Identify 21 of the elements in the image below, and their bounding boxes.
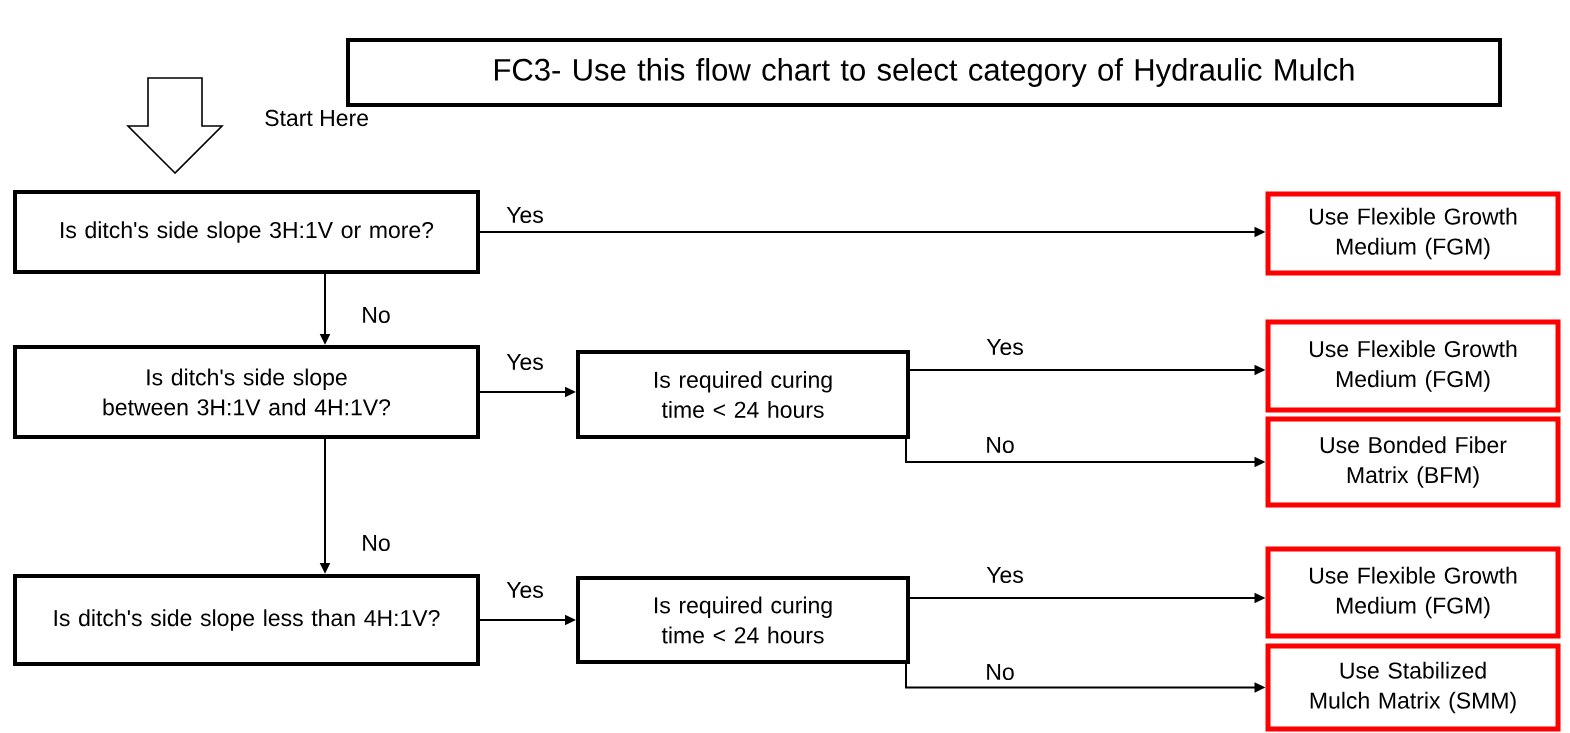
edge-label: No <box>983 662 1017 683</box>
result-box: Use Stabilized Mulch Matrix (SMM) <box>1265 643 1561 732</box>
edge-label: Yes <box>504 205 546 225</box>
result-box: Use Flexible Growth Medium (FGM) <box>1265 191 1561 276</box>
result-box: Use Flexible Growth Medium (FGM) <box>1265 546 1561 639</box>
edge-label: Yes <box>504 352 546 373</box>
edge-label: Yes <box>984 565 1026 586</box>
edge-label: No <box>359 305 393 326</box>
decision-box: Is required curing time < 24 hours <box>576 576 910 664</box>
edge-label: Start Here <box>262 107 371 129</box>
result-box: Use Bonded Fiber Matrix (BFM) <box>1265 416 1561 508</box>
edge-label: Yes <box>504 580 546 601</box>
decision-box: Is required curing time < 24 hours <box>576 350 910 439</box>
edge-label: No <box>983 435 1017 456</box>
decision-box: Is ditch's side slope less than 4H:1V? <box>13 574 480 666</box>
decision-box: Is ditch's side slope between 3H:1V and 4H:1V? <box>13 345 480 439</box>
title-box: FC3- Use this flow chart to select category of Hydraulic Mulch <box>346 38 1502 107</box>
edge-label: No <box>359 533 393 554</box>
result-box: Use Flexible Growth Medium (FGM) <box>1265 319 1561 413</box>
edge-label: Yes <box>984 337 1026 358</box>
decision-box: Is ditch's side slope 3H:1V or more? <box>13 190 480 274</box>
